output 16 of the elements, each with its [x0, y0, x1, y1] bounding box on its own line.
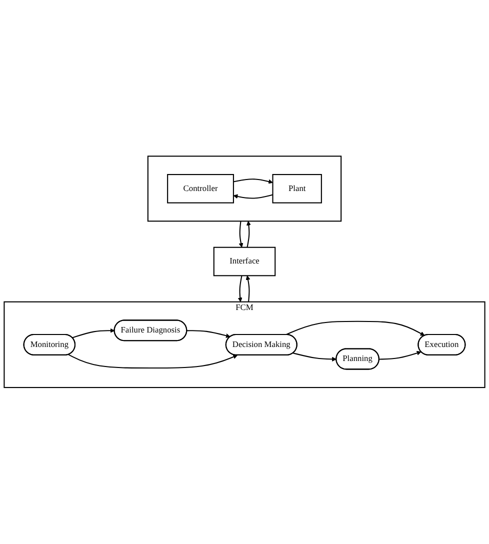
- arrow: [186, 330, 230, 338]
- cluster: [147, 156, 342, 222]
- arrow: [246, 221, 251, 248]
- arrow: [238, 276, 242, 302]
- node-box: Interface: [213, 246, 276, 276]
- arrow: [286, 320, 425, 336]
- arrow: [292, 352, 337, 362]
- arrow: [233, 194, 273, 199]
- arrow: [379, 351, 422, 360]
- arrow: [246, 276, 250, 302]
- node-box: Controller: [167, 174, 234, 204]
- node-box: Plant: [272, 174, 322, 204]
- arrow: [72, 328, 115, 338]
- arrow: [68, 354, 238, 369]
- arrow: [238, 221, 244, 248]
- arrow: [233, 178, 273, 184]
